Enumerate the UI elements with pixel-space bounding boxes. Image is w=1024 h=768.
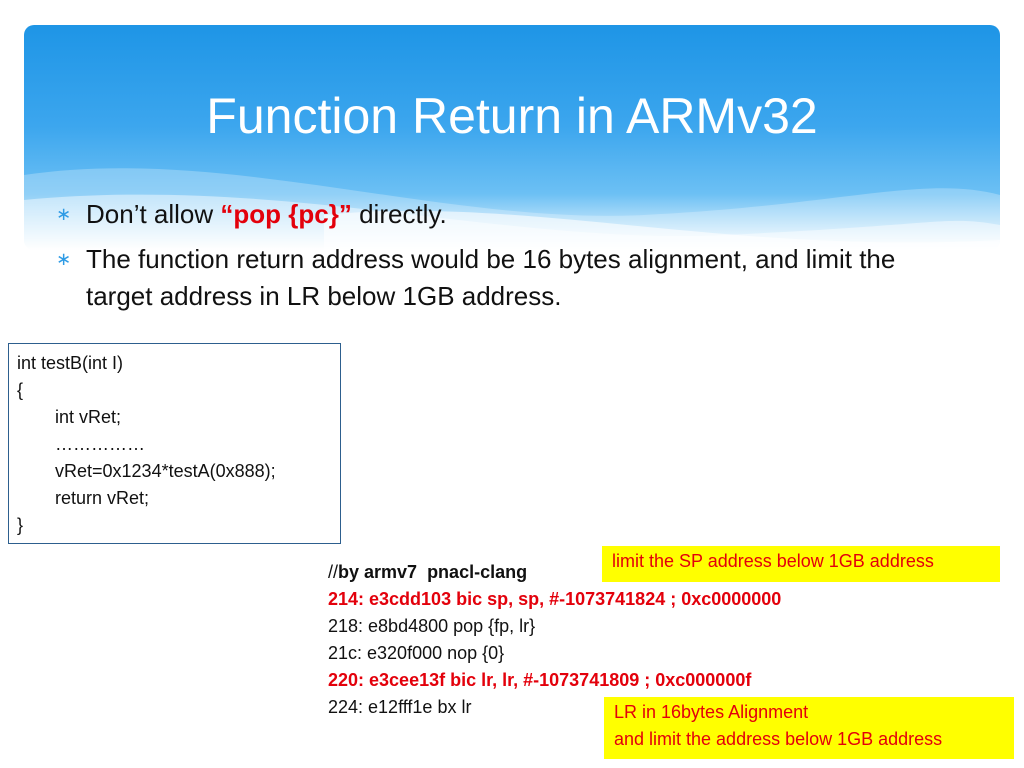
bullet-text-pre: Don’t allow (86, 199, 221, 229)
sp-limit-note: limit the SP address below 1GB address (602, 546, 1000, 582)
comment-slash: // (328, 562, 339, 582)
lr-note-line1: LR in 16bytes Alignment (614, 702, 809, 722)
code-line: { (17, 380, 24, 400)
lr-alignment-note: LR in 16bytes Alignment and limit the ad… (604, 697, 1014, 759)
bullet-list: ∗ Don’t allow “pop {pc}” directly. ∗ The… (56, 196, 956, 323)
assembly-line-highlight: 214: e3cdd103 bic sp, sp, #-1073741824 ;… (328, 589, 782, 609)
title-banner (24, 25, 1000, 250)
lr-note-line2: and limit the address below 1GB address (614, 729, 943, 749)
wave-decoration (24, 168, 1000, 250)
code-line: int vRet; (55, 407, 122, 427)
code-line: vRet=0x1234*testA(0x888); (55, 461, 276, 481)
bullet-item: ∗ The function return address would be 1… (56, 241, 956, 315)
bullet-text-post: directly. (351, 199, 447, 229)
bullet-item: ∗ Don’t allow “pop {pc}” directly. (56, 196, 956, 233)
bullet-emphasis: “pop {pc}” (220, 199, 352, 229)
assembly-listing: //by armv7 pnacl-clang 214: e3cdd103 bic… (328, 559, 781, 721)
bullet-mark-icon: ∗ (56, 204, 72, 224)
sp-note-text: limit the SP address below 1GB address (612, 551, 934, 571)
code-line: …………… (55, 434, 145, 454)
code-line: } (17, 515, 24, 535)
assembly-line: 21c: e320f000 nop {0} (328, 643, 505, 663)
bullet-mark-icon: ∗ (56, 249, 72, 269)
assembly-header-text: by armv7 pnacl-clang (338, 562, 528, 582)
code-line: int testB(int I) (17, 353, 124, 373)
assembly-line-highlight: 220: e3cee13f bic lr, lr, #-1073741809 ;… (328, 670, 752, 690)
slide-title: Function Return in ARMv32 (206, 88, 818, 144)
code-line: return vRet; (55, 488, 150, 508)
assembly-line: 224: e12fff1e bx lr (328, 697, 472, 717)
assembly-header: //by armv7 pnacl-clang (328, 559, 781, 586)
code-snippet-box: int testB(int I) { int vRet; …………… vRet=… (8, 343, 341, 544)
assembly-line: 218: e8bd4800 pop {fp, lr} (328, 616, 536, 636)
bullet-text: The function return address would be 16 … (86, 244, 896, 311)
